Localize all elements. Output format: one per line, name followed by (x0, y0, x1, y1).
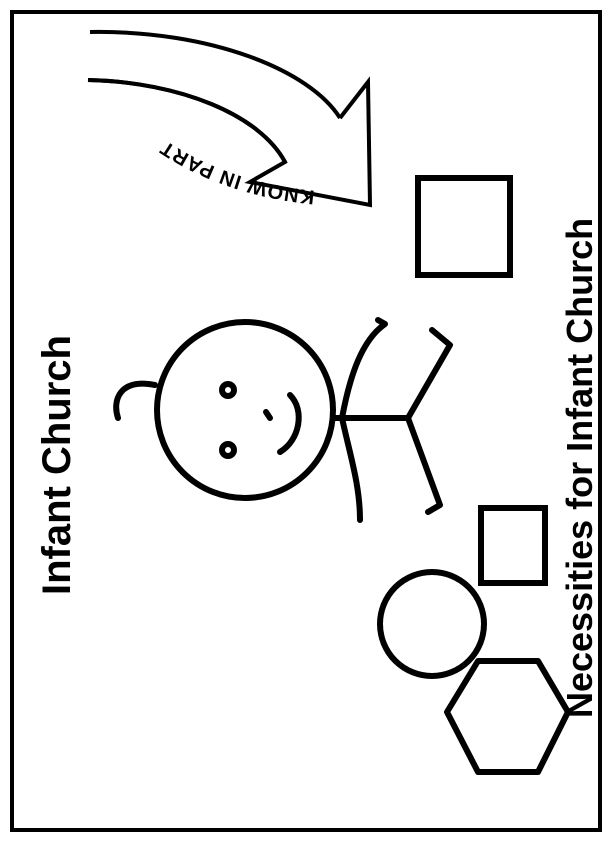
figure-nose (263, 409, 273, 421)
figure-leg-lower (405, 415, 443, 515)
figure-arm-upper (339, 317, 388, 421)
circle-shape (377, 569, 487, 679)
know-in-part-arrow (87, 29, 373, 208)
figure-mouth (277, 392, 302, 455)
stick-figure-infant (113, 317, 453, 523)
figure-head (154, 319, 336, 501)
arrow-head (87, 76, 373, 208)
large-square-shape (415, 175, 513, 278)
figure-leg-upper (405, 327, 453, 421)
arrow-label: KNOW IN PART (156, 136, 315, 208)
arrow-outer-curve (89, 29, 342, 120)
figure-hair-curl (113, 380, 158, 421)
caption-text: Necessities for Infant Church (559, 218, 600, 718)
small-square-shape (478, 505, 548, 586)
figure-eye-right (219, 441, 237, 459)
figure-eye-left (219, 381, 237, 399)
hexagon-shape (444, 658, 571, 775)
figure-arm-lower (339, 415, 363, 523)
title-text: Infant Church (35, 335, 79, 595)
frame-border (10, 10, 602, 832)
